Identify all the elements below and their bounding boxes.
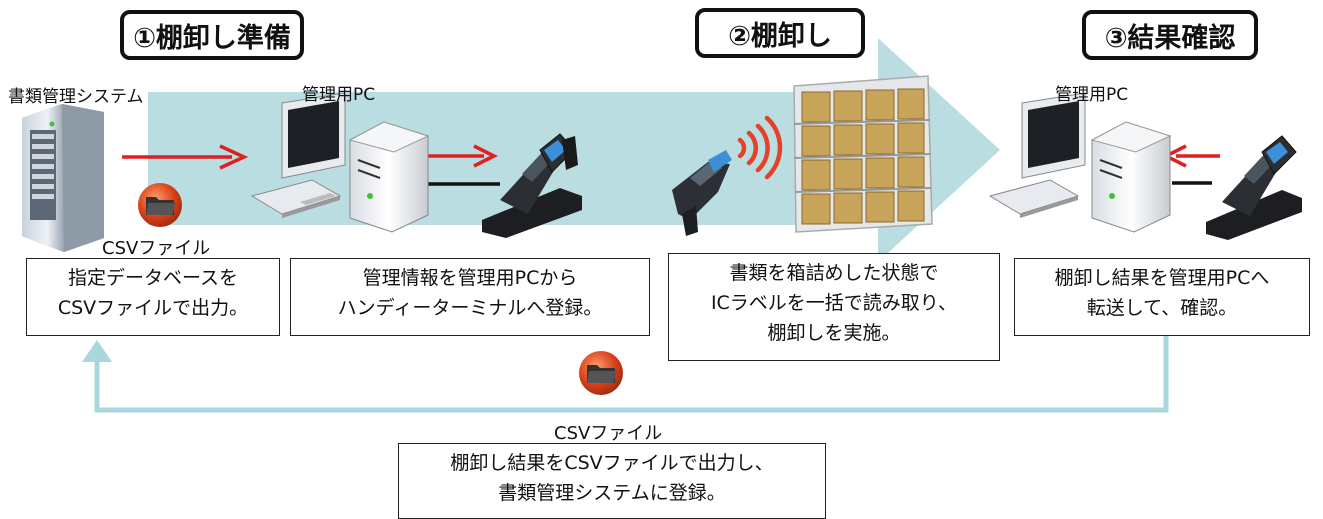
csv-file-label-2: CSVファイル: [554, 423, 663, 444]
description-line: 棚卸し結果をCSVファイルで出力し、: [450, 452, 774, 474]
data-transfer-arrow-2: [428, 144, 498, 168]
folder-icon-2: [579, 351, 623, 395]
description-line: 書類管理システムに登録。: [498, 482, 726, 504]
description-line: 管理情報を管理用PCから: [362, 267, 578, 289]
description-box-3: 書類を箱詰めした状態で ICラベルを一括で読み取り、 棚卸しを実施。: [668, 253, 1000, 361]
description-line: 棚卸し結果を管理用PCへ: [1054, 267, 1270, 289]
data-transfer-arrow-1: [122, 144, 249, 170]
description-line: CSVファイルで出力。: [57, 297, 249, 319]
step-3-title: ③結果確認: [1082, 10, 1258, 60]
description-box-2: 管理情報を管理用PCから ハンディーターミナルへ登録。: [290, 258, 650, 336]
data-transfer-arrow-3: [1162, 144, 1220, 168]
folder-icon: [138, 183, 182, 227]
server-icon: [22, 104, 104, 252]
csv-file-label-1: CSVファイル: [102, 238, 211, 259]
handheld-terminal-icon: [482, 133, 582, 238]
return-flow-line: [94, 333, 1169, 413]
desktop-pc-icon-2: [988, 92, 1172, 233]
desktop-pc-icon: [250, 92, 430, 233]
description-line: ICラベルを一括で読み取り、: [710, 292, 958, 314]
document-shelf-icon: [793, 75, 933, 233]
description-line: 書類を箱詰めした状態で: [729, 262, 939, 284]
description-box-5: 棚卸し結果をCSVファイルで出力し、 書類管理システムに登録。: [398, 443, 826, 519]
description-line: ハンディーターミナルへ登録。: [337, 297, 603, 319]
description-box-4: 棚卸し結果を管理用PCへ 転送して、確認。: [1014, 258, 1310, 336]
document-system-label: 書類管理システム: [8, 87, 144, 107]
description-line: 指定データベースを: [67, 267, 239, 289]
step-2-title: ②棚卸し: [695, 8, 865, 58]
description-box-1: 指定データベースを CSVファイルで出力。: [26, 258, 280, 336]
step-1-title: ①棚卸し準備: [120, 10, 304, 60]
description-line: 転送して、確認。: [1086, 297, 1238, 319]
handheld-terminal-icon-2: [1206, 135, 1302, 240]
description-line: 棚卸しを実施。: [767, 322, 901, 344]
admin-pc-label-1: 管理用PC: [302, 85, 376, 105]
return-arrowhead: [82, 340, 112, 362]
handheld-reader-icon: [672, 150, 732, 236]
admin-pc-label-2: 管理用PC: [1055, 85, 1129, 105]
rfid-signal-icon: [737, 115, 783, 180]
